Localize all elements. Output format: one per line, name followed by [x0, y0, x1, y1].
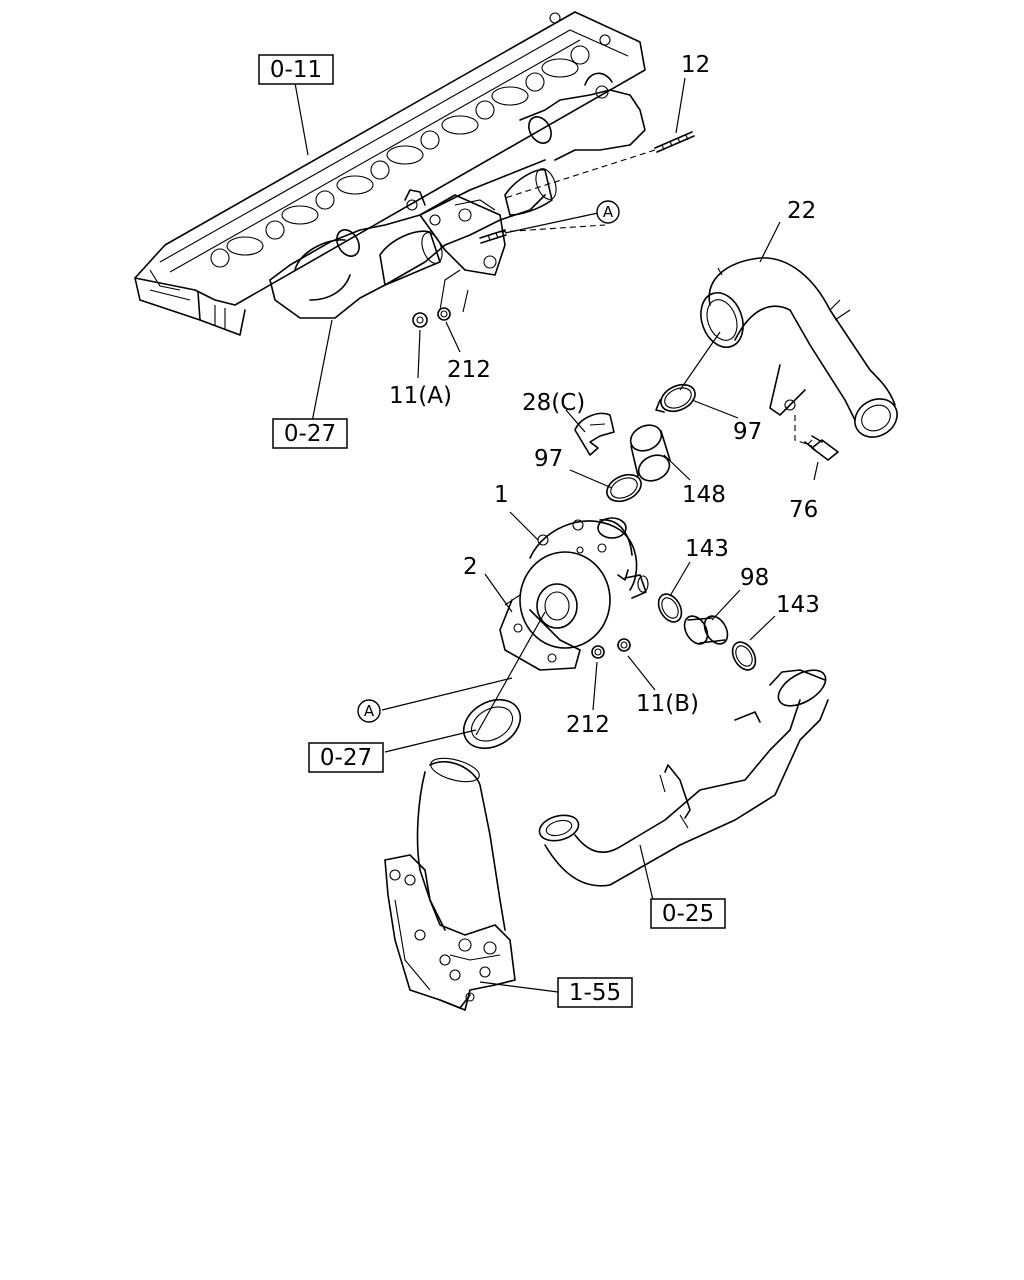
ref-box-1-55: 1-55: [557, 977, 633, 1008]
ref-box-0-27-mid: 0-27: [308, 742, 384, 773]
nut-11b-drawing: [617, 638, 631, 652]
callout-143-left: 143: [685, 536, 729, 562]
bracket-28c-drawing: [574, 412, 615, 456]
marker-a-top-label: A: [603, 203, 614, 221]
callout-212-bottom: 212: [566, 712, 610, 738]
hose-98-drawing: [683, 615, 729, 645]
callout-76: 76: [789, 497, 818, 523]
callout-148: 148: [682, 482, 726, 508]
intake-pipe-0-25-drawing: [538, 669, 829, 887]
nut-11a-drawing: [412, 312, 428, 328]
bracket-2-drawing: [499, 594, 581, 671]
washer-212-top-drawing: [437, 307, 451, 321]
ref-box-0-11: 0-11: [258, 54, 334, 85]
gasket-ring-drawing: [462, 698, 522, 750]
intake-pipe-22-drawing: [700, 257, 898, 438]
clamp-97-right-drawing: [655, 383, 696, 413]
leader-lines-mid: [565, 331, 819, 489]
callout-98: 98: [740, 565, 769, 591]
callout-212-top: 212: [447, 357, 491, 383]
hose-148-drawing: [629, 424, 671, 482]
bolt-76-drawing: [804, 435, 839, 461]
exhaust-pipe-1-55-drawing: [384, 757, 516, 1011]
clamp-143-right-drawing: [731, 641, 757, 671]
washer-212-bottom-drawing: [591, 645, 605, 659]
leader-lines-bottom: [479, 844, 654, 993]
cylinder-head-drawing: [134, 11, 646, 336]
turbocharger-1-drawing: [519, 517, 649, 649]
callout-11a: 11(A): [389, 383, 452, 409]
marker-a-bottom: A: [357, 699, 381, 723]
callout-143-right: 143: [776, 592, 820, 618]
leader-lines-turbo: [381, 511, 776, 753]
leader-lines-top: [294, 77, 781, 423]
exhaust-manifold-drawing: [269, 72, 695, 319]
ref-label-0-27-mid: 0-27: [320, 745, 372, 771]
clamp-97-left-drawing: [606, 473, 642, 503]
callout-97-right: 97: [733, 419, 762, 445]
callout-22: 22: [787, 198, 816, 224]
callout-2: 2: [463, 554, 478, 580]
ref-label-0-25: 0-25: [662, 901, 714, 927]
ref-box-0-27-top: 0-27: [272, 418, 348, 449]
ref-label-0-11: 0-11: [270, 57, 322, 83]
callout-28c: 28(C): [522, 390, 585, 416]
ref-label-1-55: 1-55: [569, 980, 621, 1006]
callout-97-left: 97: [534, 446, 563, 472]
clamp-143-left-drawing: [657, 593, 683, 623]
ref-box-0-25: 0-25: [650, 898, 726, 929]
marker-a-top: A: [596, 200, 620, 224]
callout-1: 1: [494, 482, 509, 508]
callout-12: 12: [681, 52, 710, 78]
marker-a-bottom-label: A: [364, 702, 375, 720]
callout-11b: 11(B): [636, 691, 699, 717]
ref-label-0-27-top: 0-27: [284, 421, 336, 447]
